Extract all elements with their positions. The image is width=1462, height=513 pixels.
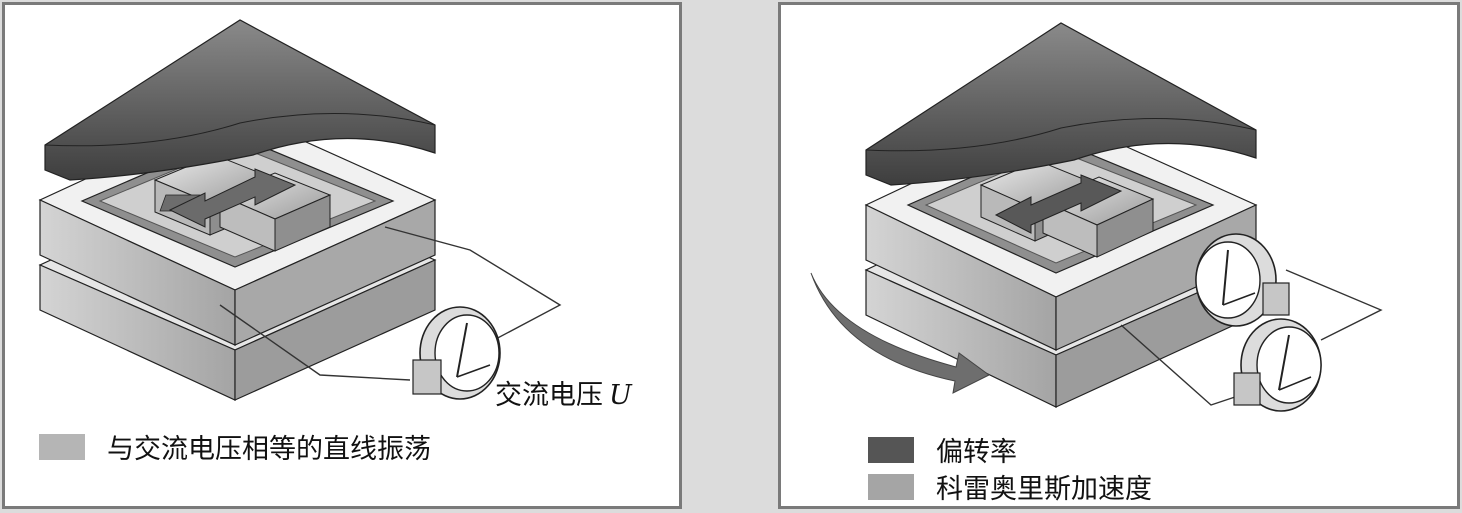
voltmeter-icon (413, 307, 500, 399)
legend-swatch-light (39, 434, 85, 460)
right-panel-rotation: 偏转率 科雷奥里斯加速度 (778, 2, 1460, 509)
legend-item-coriolis: 科雷奥里斯加速度 (868, 467, 1152, 506)
legend-item-linear-oscillation: 与交流电压相等的直线振荡 (39, 427, 431, 466)
legend-label: 科雷奥里斯加速度 (936, 467, 1152, 506)
voltage-symbol: U (609, 380, 632, 411)
voltage-label-text: 交流电压 (495, 380, 603, 411)
legend-swatch-medium (868, 474, 914, 500)
voltmeter-icon-upper (1196, 234, 1289, 326)
legend-label: 与交流电压相等的直线振荡 (107, 427, 431, 466)
legend-label: 偏转率 (936, 430, 1017, 469)
top-magnet (45, 20, 435, 180)
legend-item-deflection: 偏转率 (868, 430, 1017, 469)
legend-swatch-dark (868, 437, 914, 463)
voltmeter-icon-lower (1234, 319, 1321, 411)
top-magnet (866, 23, 1256, 185)
